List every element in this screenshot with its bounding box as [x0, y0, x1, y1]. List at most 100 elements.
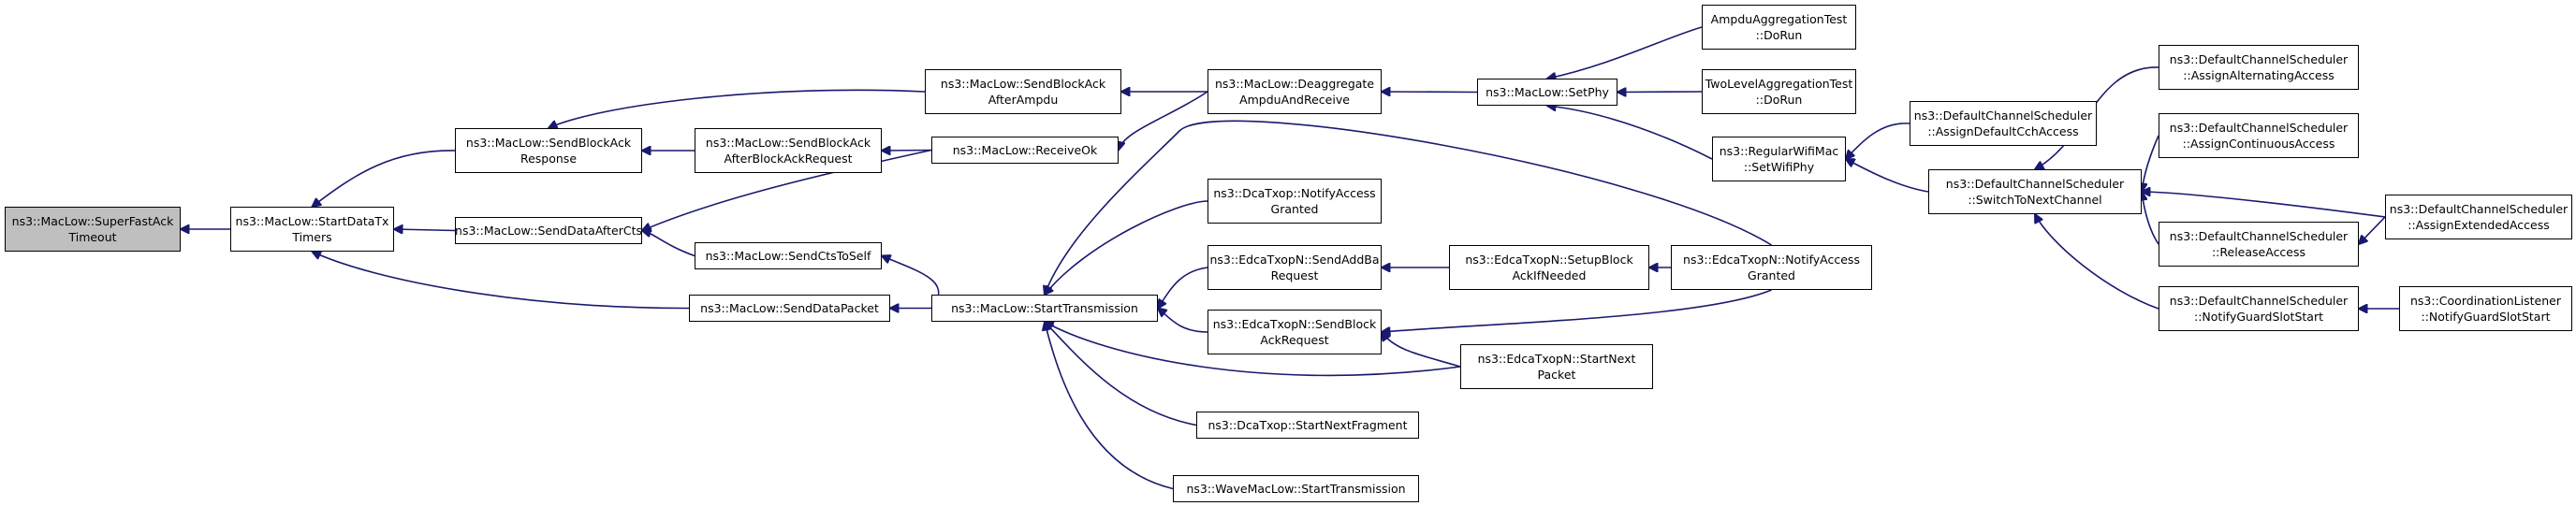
- graph-node-setwifiphy[interactable]: ns3::RegularWifiMac::SetWifiPhy: [1712, 137, 1846, 181]
- graph-node-label: ns3::EdcaTxopN::SetupBlock: [1465, 253, 1633, 267]
- graph-node-assigndefaultcch[interactable]: ns3::DefaultChannelScheduler::AssignDefa…: [1910, 101, 2097, 146]
- graph-node-assigncontinuous[interactable]: ns3::DefaultChannelScheduler::AssignCont…: [2159, 113, 2359, 158]
- graph-node-label: ::NotifyGuardSlotStart: [2421, 310, 2551, 324]
- graph-node-label: ns3::MacLow::SendBlockAck: [940, 77, 1106, 91]
- graph-node-label: ::ReleaseAccess: [2211, 245, 2306, 259]
- graph-node-starttransmission[interactable]: ns3::MacLow::StartTransmission: [931, 295, 1158, 322]
- graph-node-label: ns3::MacLow::StartDataTx: [235, 214, 389, 228]
- graph-node-label: ::AssignExtendedAccess: [2408, 218, 2550, 232]
- graph-node-label: AckIfNeeded: [1512, 268, 1587, 282]
- edge-sendblockackafterampdu-to-sendblockackresponse: [549, 89, 926, 128]
- edge-starttransmission-to-sendctstoself: [882, 256, 940, 310]
- graph-node-label: Request: [1270, 268, 1319, 282]
- graph-node-assignextended[interactable]: ns3::DefaultChannelScheduler::AssignExte…: [2385, 195, 2572, 239]
- graph-node-assignalternating[interactable]: ns3::DefaultChannelScheduler::AssignAlte…: [2159, 45, 2359, 90]
- graph-node-label: ::AssignDefaultCchAccess: [1927, 124, 2079, 138]
- graph-node-label: ns3::DefaultChannelScheduler: [2389, 202, 2569, 216]
- graph-node-label: ns3::DefaultChannelScheduler: [2169, 229, 2349, 243]
- graph-node-senddatapacket[interactable]: ns3::MacLow::SendDataPacket: [689, 295, 890, 322]
- graph-node-label: AfterAmpdu: [988, 93, 1059, 107]
- graph-node-label: Timers: [292, 230, 332, 244]
- edge-wavestarttx-to-starttransmission: [1045, 322, 1174, 490]
- graph-node-setphy[interactable]: ns3::MacLow::SetPhy: [1477, 79, 1617, 106]
- edge-dcastartnextfrag-to-starttransmission: [1045, 322, 1197, 426]
- graph-node-label: ns3::EdcaTxopN::SendBlock: [1212, 317, 1377, 331]
- graph-node-coordlistener[interactable]: ns3::CoordinationListener::NotifyGuardSl…: [2399, 286, 2572, 331]
- graph-node-twoleveltest[interactable]: TwoLevelAggregationTest::DoRun: [1702, 69, 1856, 114]
- graph-node-label: ns3::EdcaTxopN::StartNext: [1477, 352, 1636, 366]
- graph-node-senddataaftercts[interactable]: ns3::MacLow::SendDataAfterCts: [455, 217, 642, 244]
- graph-node-label: ns3::DefaultChannelScheduler: [2169, 294, 2349, 308]
- edge-senddataaftercts-to-startdatatxtimers: [394, 229, 456, 231]
- graph-node-label: ns3::DefaultChannelScheduler: [2169, 121, 2349, 135]
- graph-node-label: Granted: [1748, 268, 1795, 282]
- graph-node-label: ::AssignContinuousAccess: [2182, 137, 2335, 151]
- edge-receiveok-to-senddataaftercts: [642, 149, 932, 231]
- graph-node-label: TwoLevelAggregationTest: [1705, 77, 1853, 91]
- edge-setwifiphy-to-setphy: [1547, 106, 1713, 160]
- edge-edcastartnextpacket-to-starttransmission: [1045, 322, 1461, 377]
- edge-edcanotifyaccess-to-starttransmission: [1045, 120, 1772, 295]
- graph-node-label: ::SetWifiPhy: [1743, 160, 1815, 174]
- graph-node-label: ns3::MacLow::SuperFastAck: [11, 214, 174, 228]
- edge-edcanotifyaccess-to-edcasendbar: [1382, 289, 1772, 332]
- graph-node-label: ns3::EdcaTxopN::SendAddBa: [1209, 253, 1380, 267]
- graph-node-label: ::DoRun: [1755, 28, 1803, 42]
- edge-sendctstoself-to-senddataaftercts: [642, 231, 695, 257]
- edge-senddatapacket-to-startdatatxtimers: [313, 252, 690, 310]
- graph-node-label: ns3::MacLow::ReceiveOk: [952, 143, 1098, 157]
- graph-node-ampdutest[interactable]: AmpduAggregationTest::DoRun: [1702, 5, 1856, 50]
- edge-dcanotify-to-starttransmission: [1045, 200, 1208, 295]
- edge-edcastartnextpacket-to-edcasendbar: [1382, 332, 1461, 368]
- graph-node-label: ns3::WaveMacLow::StartTransmission: [1186, 482, 1406, 496]
- graph-node-label: Timeout: [68, 230, 117, 244]
- edge-sendblockackresponse-to-startdatatxtimers: [313, 150, 456, 207]
- graph-node-receiveok[interactable]: ns3::MacLow::ReceiveOk: [931, 137, 1119, 164]
- edge-assignextended-to-switchtonext: [2142, 192, 2386, 218]
- graph-node-label: ns3::DefaultChannelScheduler: [2169, 52, 2349, 66]
- edge-releaseaccess-to-switchtonext: [2142, 192, 2159, 245]
- graph-node-label: ns3::EdcaTxopN::NotifyAccess: [1683, 253, 1860, 267]
- graph-node-label: ns3::DcaTxop::StartNextFragment: [1208, 418, 1408, 432]
- graph-node-label: ns3::MacLow::SendBlockAck: [705, 136, 871, 150]
- graph-node-dcastartnextfrag[interactable]: ns3::DcaTxop::StartNextFragment: [1196, 412, 1419, 439]
- edge-edcasendaddba-to-starttransmission: [1158, 267, 1208, 309]
- graph-node-label: ns3::MacLow::SendBlockAck: [465, 136, 632, 150]
- graph-node-sendctstoself[interactable]: ns3::MacLow::SendCtsToSelf: [695, 242, 882, 269]
- graph-node-label: Granted: [1270, 202, 1319, 216]
- graph-node-label: ::NotifyGuardSlotStart: [2194, 310, 2323, 324]
- graph-node-label: ::DoRun: [1755, 93, 1803, 107]
- graph-node-label: ::SwitchToNextChannel: [1968, 193, 2102, 207]
- edge-assigncontinuous-to-switchtonext: [2142, 135, 2159, 192]
- graph-node-label: ns3::RegularWifiMac: [1719, 144, 1839, 158]
- edge-assigndefaultcch-to-setwifiphy: [1846, 123, 1910, 159]
- graph-node-label: ns3::MacLow::SendCtsToSelf: [705, 249, 871, 263]
- graph-node-releaseaccess[interactable]: ns3::DefaultChannelScheduler::ReleaseAcc…: [2159, 222, 2359, 267]
- graph-node-wavestarttx[interactable]: ns3::WaveMacLow::StartTransmission: [1173, 475, 1419, 502]
- edge-notifyguardslot-to-switchtonext: [2035, 214, 2159, 310]
- graph-node-label: AckRequest: [1260, 333, 1329, 347]
- graph-node-label: ns3::MacLow::Deaggregate: [1214, 77, 1375, 91]
- graph-node-label: ns3::MacLow::SendDataPacket: [700, 301, 879, 315]
- graph-node-label: AmpduAggregationTest: [1710, 12, 1848, 26]
- graph-node-label: ns3::DefaultChannelScheduler: [1913, 108, 2093, 123]
- graph-node-notifyguardslot[interactable]: ns3::DefaultChannelScheduler::NotifyGuar…: [2159, 286, 2359, 331]
- graph-node-switchtonext[interactable]: ns3::DefaultChannelScheduler::SwitchToNe…: [1928, 169, 2142, 214]
- graph-node-label: ns3::MacLow::StartTransmission: [951, 301, 1138, 315]
- edge-edcasendbar-to-starttransmission: [1158, 309, 1208, 333]
- graph-node-label: Response: [520, 152, 578, 166]
- graph-node-label: ns3::DefaultChannelScheduler: [1945, 177, 2125, 191]
